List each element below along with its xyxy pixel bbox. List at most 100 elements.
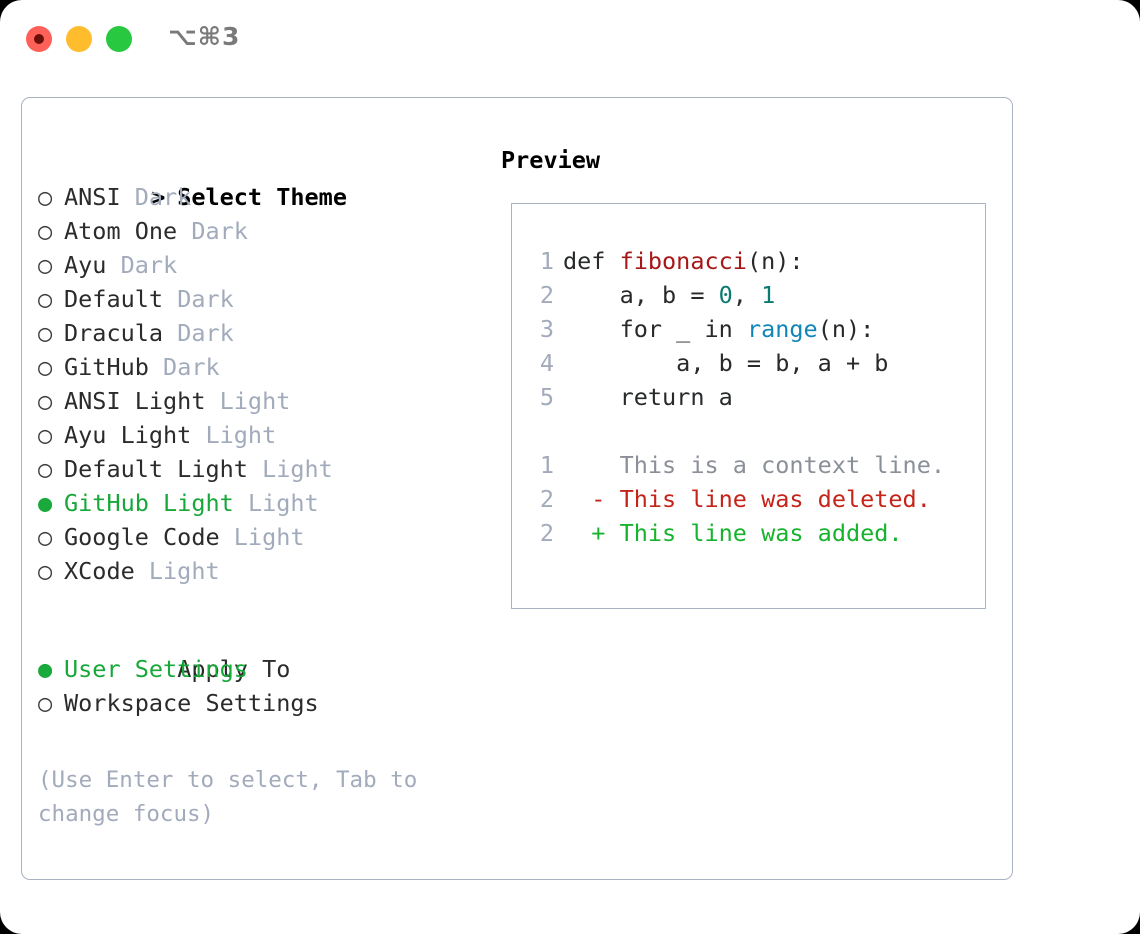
theme-list-item[interactable]: ○GitHub Dark bbox=[38, 350, 478, 384]
line-number: 3 bbox=[539, 315, 554, 343]
line-number: 1 bbox=[539, 247, 554, 275]
theme-variant-tag: Light bbox=[262, 455, 333, 483]
apply-to-list: ● User Settings ○ Workspace Settings bbox=[38, 652, 478, 720]
theme-list-item[interactable]: ●GitHub Light Light bbox=[38, 486, 478, 520]
apply-to-heading: Apply To bbox=[38, 618, 478, 683]
apply-to-option-label: User Settings bbox=[64, 655, 248, 683]
page-title: Select Theme bbox=[177, 183, 347, 211]
theme-variant-tag: Light bbox=[233, 523, 305, 551]
theme-variant-tag: Light bbox=[148, 557, 220, 585]
maximize-button[interactable] bbox=[106, 26, 132, 52]
theme-list: ○ANSI Dark○Atom One Dark○Ayu Dark○Defaul… bbox=[38, 180, 478, 588]
theme-variant-tag: Dark bbox=[120, 251, 178, 279]
line-number: 2 bbox=[539, 485, 554, 513]
content-panel: >Select Theme ○ANSI Dark○Atom One Dark○A… bbox=[21, 97, 1013, 880]
diff-line-text: This is a context line. bbox=[563, 451, 946, 479]
theme-list-item[interactable]: ○ Google Code Light bbox=[38, 520, 478, 554]
diff-line: 2 - This line was deleted. bbox=[532, 482, 945, 516]
theme-name: Atom One bbox=[64, 217, 192, 245]
line-number: 4 bbox=[539, 349, 554, 377]
section-gap bbox=[38, 588, 478, 618]
theme-list-item[interactable]: ○ Default Dark bbox=[38, 282, 478, 316]
theme-name: ANSI Light bbox=[64, 387, 220, 415]
theme-variant-tag: Light bbox=[219, 387, 291, 415]
apply-to-option[interactable]: ● User Settings bbox=[38, 652, 478, 686]
code-token: a, b = bbox=[563, 281, 719, 309]
diff-line-text: - This line was deleted. bbox=[563, 485, 931, 513]
theme-list-item[interactable]: ○ANSI Dark bbox=[38, 180, 478, 214]
theme-name: Ayu Light bbox=[64, 421, 206, 449]
radio-unselected-icon[interactable]: ○ bbox=[38, 455, 53, 483]
theme-list-item[interactable]: ○ Default Light Light bbox=[38, 452, 478, 486]
theme-name: Dracula bbox=[64, 319, 178, 347]
code-token: , bbox=[732, 281, 762, 309]
radio-unselected-icon[interactable]: ○ bbox=[38, 251, 53, 279]
theme-name: Ayu bbox=[64, 251, 121, 279]
code-line: 1 def fibonacci(n): bbox=[532, 244, 945, 278]
theme-variant-tag: Dark bbox=[177, 285, 234, 313]
theme-variant-tag: Dark bbox=[177, 319, 234, 347]
radio-unselected-icon[interactable]: ○ bbox=[38, 353, 53, 381]
theme-variant-tag: Dark bbox=[163, 353, 220, 381]
theme-name: GitHub Light bbox=[64, 489, 248, 517]
code-token: fibonacci bbox=[619, 247, 747, 275]
radio-unselected-icon[interactable]: ○ bbox=[38, 217, 53, 245]
caret-icon: > bbox=[151, 183, 166, 211]
theme-list-item[interactable]: ○ Ayu Dark bbox=[38, 248, 478, 282]
diff-line: 1 This is a context line. bbox=[532, 448, 945, 482]
theme-variant-tag: Dark bbox=[191, 217, 248, 245]
theme-name: Default bbox=[64, 285, 178, 313]
line-number: 2 bbox=[539, 519, 554, 547]
apply-to-option[interactable]: ○ Workspace Settings bbox=[38, 686, 478, 720]
code-line: 3 for _ in range(n): bbox=[532, 312, 945, 346]
hint-text: (Use Enter to select, Tab to change focu… bbox=[38, 767, 418, 827]
theme-name: Default Light bbox=[64, 455, 263, 483]
code-line: 5 return a bbox=[532, 380, 945, 414]
radio-unselected-icon[interactable]: ○ bbox=[38, 285, 53, 313]
theme-list-item[interactable]: ○ ANSI Light Light bbox=[38, 384, 478, 418]
radio-unselected-icon[interactable]: ○ bbox=[38, 523, 53, 551]
radio-unselected-icon[interactable]: ○ bbox=[38, 387, 53, 415]
code-token: (n): bbox=[817, 315, 875, 343]
theme-picker-column: >Select Theme ○ANSI Dark○Atom One Dark○A… bbox=[38, 146, 478, 720]
minimize-button[interactable] bbox=[66, 26, 92, 52]
code-token: (n): bbox=[746, 247, 804, 275]
theme-list-item[interactable]: ○XCode Light bbox=[38, 554, 478, 588]
line-number: 5 bbox=[539, 383, 554, 411]
keyboard-shortcut-label: ⌥⌘3 bbox=[168, 22, 241, 51]
line-number: 2 bbox=[539, 281, 554, 309]
code-line: 2 a, b = 0, 1 bbox=[532, 278, 945, 312]
code-line: 4 a, b = b, a + b bbox=[532, 346, 945, 380]
code-token: def bbox=[563, 247, 620, 275]
code-token: range bbox=[746, 315, 818, 343]
code-token: 1 bbox=[761, 281, 776, 309]
radio-unselected-icon[interactable]: ○ bbox=[38, 183, 53, 211]
apply-to-option-label: Workspace Settings bbox=[64, 689, 319, 717]
apply-to-label: Apply To bbox=[177, 655, 291, 683]
title-bar: ⌥⌘3 bbox=[0, 0, 1140, 78]
theme-list-item[interactable]: ○ Atom One Dark bbox=[38, 214, 478, 248]
theme-list-item[interactable]: ○ Dracula Dark bbox=[38, 316, 478, 350]
theme-name: Google Code bbox=[64, 523, 234, 551]
radio-unselected-icon[interactable]: ○ bbox=[38, 421, 53, 449]
radio-unselected-icon[interactable]: ○ bbox=[38, 319, 53, 347]
theme-variant-tag: Dark bbox=[134, 183, 192, 211]
code-blank-line bbox=[532, 414, 945, 448]
radio-selected-icon[interactable]: ● bbox=[38, 489, 53, 517]
diff-line-text: + This line was added. bbox=[563, 519, 903, 547]
radio-selected-icon[interactable]: ● bbox=[38, 655, 53, 683]
code-token: a, b = b, a + b bbox=[563, 349, 889, 377]
code-token: for _ in bbox=[563, 315, 747, 343]
radio-unselected-icon[interactable]: ○ bbox=[38, 689, 53, 717]
theme-list-item[interactable]: ○ Ayu Light Light bbox=[38, 418, 478, 452]
code-token: return a bbox=[563, 383, 733, 411]
theme-variant-tag: Light bbox=[205, 421, 277, 449]
select-theme-heading: > Select Theme bbox=[38, 146, 478, 211]
line-number: 1 bbox=[539, 451, 554, 479]
radio-unselected-icon[interactable]: ○ bbox=[38, 557, 53, 585]
recording-indicator-icon bbox=[34, 34, 44, 44]
preview-heading: Preview bbox=[501, 146, 601, 174]
